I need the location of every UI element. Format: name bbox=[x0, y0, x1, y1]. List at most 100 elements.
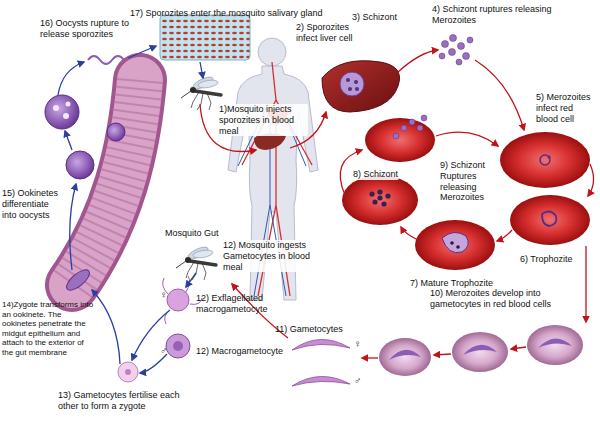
oocyst bbox=[66, 102, 71, 107]
salivary-gland bbox=[160, 15, 250, 60]
cycle-arrow bbox=[436, 132, 498, 146]
part-label: Mosquito Gut bbox=[165, 228, 219, 239]
label-holder: 14)Zygote transforms into an ookinete. T… bbox=[2, 300, 94, 359]
gametocyte-cell bbox=[538, 338, 572, 348]
step-label: 10) Merozoites develop into gametocytes … bbox=[430, 288, 580, 310]
label-holder: ♀ bbox=[354, 333, 362, 351]
gametocyte bbox=[292, 339, 350, 350]
cycle-arrow bbox=[186, 273, 196, 287]
label-holder: 10) Merozoites develop into gametocytes … bbox=[430, 288, 580, 311]
red-blood-cell bbox=[393, 133, 399, 139]
cycle-arrow bbox=[58, 46, 594, 373]
label-holder: ♀ bbox=[160, 284, 168, 302]
label-holder: 2) Sporozites infect liver cell bbox=[296, 22, 358, 45]
merozoites bbox=[467, 37, 473, 43]
zygote bbox=[118, 362, 138, 382]
step-label: 6) Trophozite bbox=[520, 254, 573, 265]
step-label: 13) Gametocytes fertilise each other to … bbox=[58, 390, 198, 412]
red-blood-cell bbox=[510, 195, 590, 245]
label-holder: 11) Gametocytes bbox=[275, 318, 343, 336]
gametocyte-cell bbox=[389, 350, 421, 360]
human-body bbox=[258, 38, 286, 66]
oocyst bbox=[107, 123, 125, 141]
cycle-arrow bbox=[588, 164, 594, 196]
red-blood-cell bbox=[377, 195, 382, 200]
sporozoite bbox=[88, 56, 124, 64]
cycle-arrow bbox=[362, 357, 378, 358]
label-holder: 6) Trophozite bbox=[520, 248, 573, 266]
red-blood-cell bbox=[401, 125, 407, 131]
cycle-arrow bbox=[475, 60, 524, 130]
cycle-arrow bbox=[401, 227, 418, 240]
liver bbox=[322, 61, 400, 112]
merozoites bbox=[439, 53, 445, 59]
step-label: 17) Sporozites enter the mosquito saliva… bbox=[130, 8, 323, 19]
cycle-arrow bbox=[511, 347, 526, 349]
oocyst bbox=[63, 113, 69, 119]
label-holder: 15) Ookinetes differentiate into oocysts bbox=[2, 188, 60, 222]
label-holder: 5) Merozoites infect red blood cell bbox=[536, 92, 596, 126]
liver bbox=[354, 80, 358, 84]
label-holder: 9) Schizont Ruptures releasing Merozoite… bbox=[440, 160, 498, 204]
red-blood-cell bbox=[417, 125, 423, 131]
ookinete bbox=[63, 266, 92, 293]
gametocyte-cell bbox=[463, 345, 497, 355]
merozoites bbox=[442, 41, 449, 48]
step-label: 4) Schizont ruptures releasing Merozoite… bbox=[432, 4, 552, 26]
liver bbox=[340, 72, 364, 96]
cycle-arrow bbox=[398, 50, 438, 72]
red-blood-cell bbox=[393, 115, 427, 139]
salivary-gland bbox=[160, 15, 250, 60]
step-label: 8) Schizont bbox=[352, 169, 399, 180]
red-blood-cell bbox=[421, 115, 427, 121]
step-label: 12) Macrogametocyte bbox=[196, 346, 283, 357]
liver bbox=[355, 87, 359, 91]
red-blood-cell bbox=[377, 189, 382, 194]
red-blood-cell bbox=[540, 155, 550, 165]
cycle-arrow bbox=[92, 290, 120, 364]
step-label: 7) Mature Trophozite bbox=[410, 278, 493, 289]
red-blood-cell bbox=[372, 199, 377, 204]
label-holder: ♂ bbox=[160, 340, 168, 358]
gametocyte-cell bbox=[527, 325, 583, 365]
mosquito-gut bbox=[72, 80, 140, 285]
step-label: 3) Schizont bbox=[352, 12, 397, 23]
liver bbox=[348, 87, 352, 91]
label-holder: 12) Mosquito ingests Gametocytes in bloo… bbox=[222, 240, 314, 274]
oocyst bbox=[66, 151, 94, 179]
oocyst bbox=[53, 105, 59, 111]
step-label: 11) Gametocytes bbox=[275, 324, 343, 335]
label-holder: 8) Schizont bbox=[352, 163, 399, 181]
zygote bbox=[125, 369, 131, 375]
gamete bbox=[173, 341, 183, 351]
red-blood-cell bbox=[442, 232, 468, 252]
red-blood-cell bbox=[409, 119, 415, 125]
label-holder: 4) Schizont ruptures releasing Merozoite… bbox=[432, 4, 552, 27]
cycle-arrow bbox=[200, 62, 203, 78]
sex-symbol: ♂ bbox=[354, 375, 362, 387]
step-label: 5) Merozoites infect red blood cell bbox=[536, 92, 596, 124]
label-holder: 12) Macrogametocyte bbox=[196, 340, 283, 358]
red-blood-cell bbox=[365, 118, 435, 162]
red-blood-cell bbox=[385, 193, 390, 198]
merozoites bbox=[463, 53, 470, 60]
label-holder: 16) Oocysts rupture to release sporozite… bbox=[40, 18, 150, 41]
mosquito-gut bbox=[72, 80, 140, 285]
red-blood-cell bbox=[450, 241, 454, 245]
cycle-arrow bbox=[497, 230, 512, 241]
label-holder: 17) Sporozites enter the mosquito saliva… bbox=[130, 2, 323, 20]
mosquito bbox=[176, 75, 221, 280]
red-blood-cell bbox=[369, 191, 374, 196]
red-blood-cell bbox=[342, 175, 418, 225]
cycle-arrow bbox=[128, 46, 156, 58]
liver bbox=[346, 78, 350, 82]
sporozoite bbox=[88, 56, 124, 64]
step-label: 2) Sporozites infect liver cell bbox=[296, 22, 358, 44]
gametocyte bbox=[292, 376, 350, 386]
gamete bbox=[167, 289, 189, 311]
step-label: 9) Schizont Ruptures releasing Merozoite… bbox=[440, 160, 498, 203]
merozoites bbox=[450, 35, 457, 42]
